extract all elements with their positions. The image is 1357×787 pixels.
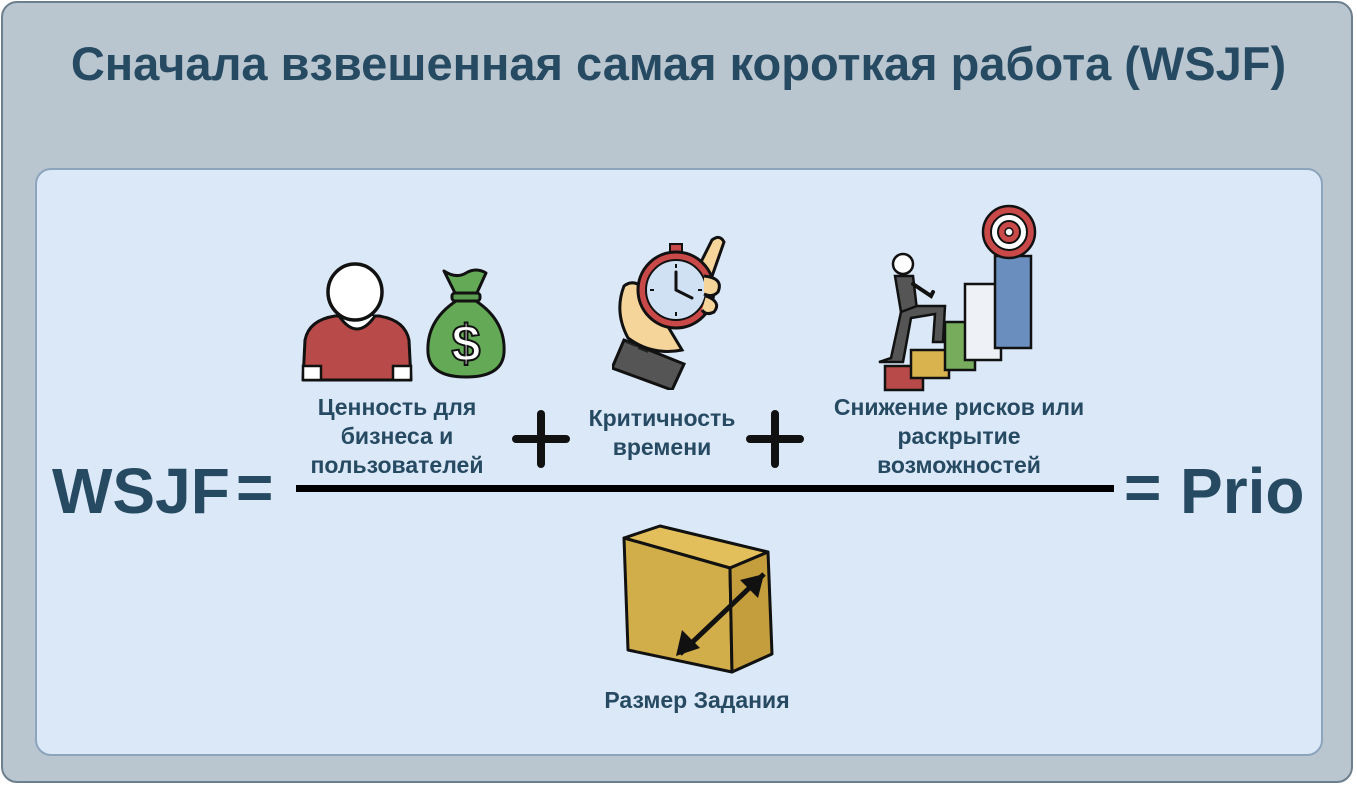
business-value-label: Ценность для бизнеса и пользователей — [310, 394, 484, 478]
person-icon — [301, 262, 413, 382]
fraction-line — [296, 485, 1114, 492]
money-bag-icon: $ — [426, 268, 506, 379]
stairs-target-icon — [878, 204, 1037, 392]
job-size-label: Размер Задания — [604, 687, 790, 713]
wsjf-label: WSJF — [52, 455, 230, 527]
plus-icon — [746, 410, 804, 468]
risk-reduction-label: Снижение рисков или раскрытие возможност… — [833, 394, 1085, 478]
page-title: Сначала взвешенная самая короткая работа… — [70, 37, 1287, 90]
rhs-equals-sign: = — [1124, 451, 1162, 523]
time-criticality-label: Критичность времени — [588, 405, 736, 460]
stopwatch-icon — [612, 235, 726, 390]
svg-text:$: $ — [452, 315, 481, 373]
box-icon — [622, 524, 774, 674]
plus-icon — [512, 410, 570, 468]
lhs-equals-sign: = — [236, 451, 274, 523]
prio-label: Prio — [1180, 455, 1305, 527]
